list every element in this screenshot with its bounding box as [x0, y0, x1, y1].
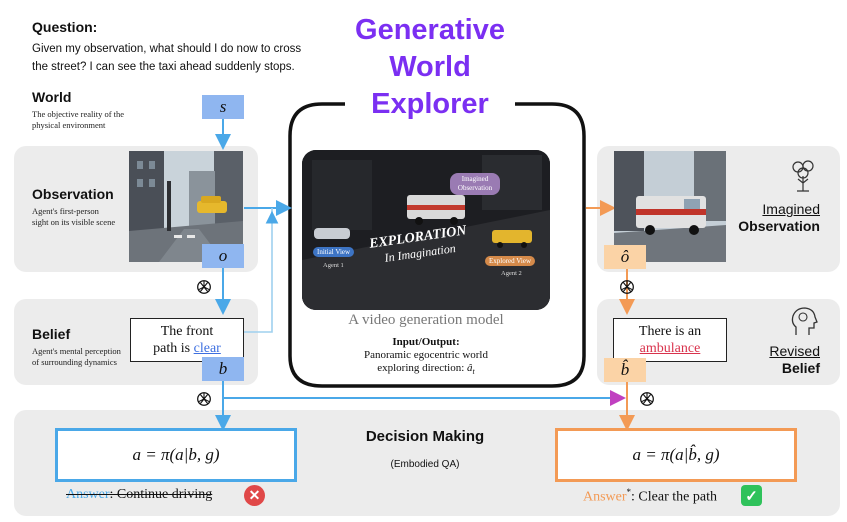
title-line-1: Generative: [355, 14, 505, 46]
revised-belief-symbol: b̂: [604, 358, 646, 382]
belief-box: The front path is clear: [130, 318, 244, 362]
io-line-2-prefix: exploring direction:: [377, 362, 468, 374]
revised-belief-label: Revised Belief: [728, 343, 820, 377]
explored-view-tag: Explored View: [485, 256, 536, 266]
world-desc-line-1: The objective reality of the: [32, 109, 125, 119]
belief-desc-line-2: of surrounding dynamics: [32, 357, 117, 367]
correct-icon: ✓: [741, 485, 762, 506]
imagined-label-line-1: Imagined: [762, 201, 820, 217]
imagination-tree-icon: [792, 160, 814, 192]
world-label: World: [32, 89, 72, 105]
revised-text-line-1: There is an: [638, 324, 702, 339]
llm-logo-icon: [640, 392, 654, 406]
initial-view-tag: Initial View: [313, 247, 355, 257]
policy-formula-right: a = π(a|b̂, g): [555, 428, 797, 482]
belief-text-prefix: path is: [153, 341, 194, 356]
observation-desc-line-2: sight on its visible scene: [32, 217, 116, 227]
llm-logo-icon: [197, 392, 211, 406]
revised-label-line-1: Revised: [769, 343, 820, 359]
observation-label: Observation: [32, 186, 114, 202]
answer-left-prefix: Answer: [66, 487, 110, 502]
explorer-frame: [288, 102, 586, 388]
answer-right-star: *: [626, 487, 632, 497]
agent-1-label: Agent 1: [323, 262, 344, 269]
revised-belief-box: There is an ambulance: [613, 318, 727, 362]
belief-symbol: b: [202, 357, 244, 381]
agent-2-label: Agent 2: [501, 270, 522, 277]
observation-symbol: o: [202, 244, 244, 268]
imagined-label-line-2: Observation: [738, 218, 820, 234]
decision-subtitle: (Embodied QA): [390, 459, 460, 470]
wrong-icon: ✕: [244, 485, 265, 506]
world-desc: The objective reality of the physical en…: [32, 109, 124, 131]
question-text: Given my observation, what should I do n…: [32, 40, 301, 76]
belief-desc: Agent's mental perception of surrounding…: [32, 346, 121, 368]
explorer-caption: A video generation model: [348, 312, 504, 328]
title-line-2: World: [389, 51, 471, 83]
title: Generative World Explorer: [330, 12, 530, 123]
decision-title: Decision Making: [365, 428, 485, 445]
world-symbol: s: [202, 95, 244, 119]
answer-left: Answer: Continue driving: [66, 487, 212, 503]
belief-highlight: clear: [193, 341, 221, 356]
belief-text-line-1: The front: [160, 324, 214, 339]
answer-left-text: : Continue driving: [109, 487, 213, 502]
imagined-tag-line-1: Imagined: [461, 175, 489, 183]
imagined-observation-symbol: ô: [604, 245, 646, 269]
question-line-2: the street? I can see the taxi ahead sud…: [32, 61, 295, 73]
world-desc-line-2: physical environment: [32, 120, 106, 130]
io-line-1: Panoramic egocentric world: [363, 349, 488, 361]
belief-desc-line-1: Agent's mental perception: [32, 346, 121, 356]
revised-label-line-2: Belief: [781, 360, 820, 376]
belief-label: Belief: [32, 326, 71, 342]
imagined-observation-label: Imagined Observation: [728, 201, 820, 235]
io-label: Input/Output:: [392, 336, 460, 348]
io-symbol: â: [467, 362, 473, 374]
imagined-observation-tag: Imagined Observation: [450, 173, 500, 195]
answer-right: Answer*: Clear the path: [583, 487, 717, 506]
io-subscript: t: [472, 367, 475, 377]
question-label: Question:: [32, 19, 98, 35]
exploration-image: [302, 150, 550, 310]
observation-desc-line-1: Agent's first-person: [32, 206, 99, 216]
llm-logo-icon: [197, 280, 211, 294]
answer-right-text: : Clear the path: [631, 489, 717, 505]
question-line-1: Given my observation, what should I do n…: [32, 43, 302, 55]
explorer-io: Input/Output: Panoramic egocentric world…: [302, 336, 550, 378]
observation-desc: Agent's first-person sight on its visibl…: [32, 206, 115, 228]
revised-highlight: ambulance: [639, 341, 701, 356]
title-line-3: Explorer: [371, 88, 489, 120]
policy-formula-left: a = π(a|b, g): [55, 428, 297, 482]
belief-text-line-2: path is clear: [131, 340, 243, 357]
io-line-2: exploring direction: ât: [302, 362, 550, 378]
head-thinking-icon: [791, 307, 818, 335]
imagined-tag-line-2: Observation: [457, 184, 493, 192]
llm-logo-icon: [620, 280, 634, 294]
answer-right-prefix: Answer: [583, 489, 627, 505]
